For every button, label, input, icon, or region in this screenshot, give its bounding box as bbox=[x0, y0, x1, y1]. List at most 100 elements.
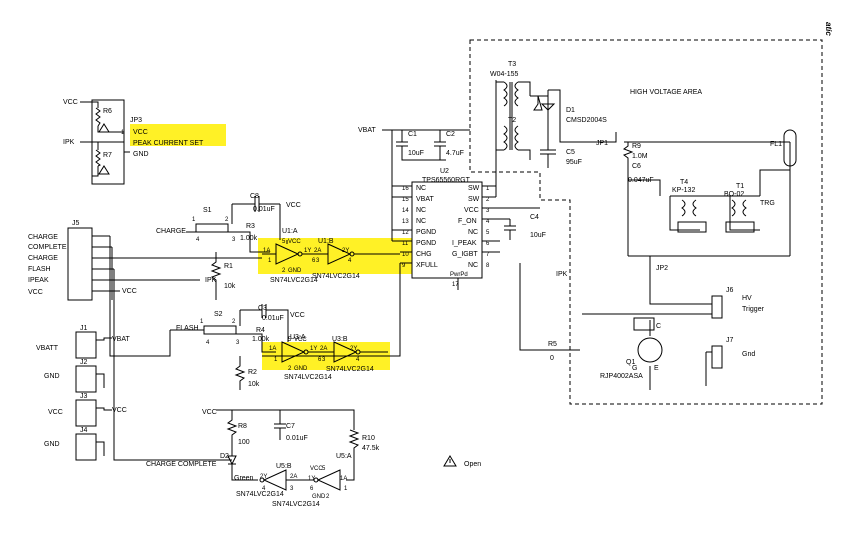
open-legend-icon bbox=[443, 455, 457, 467]
r10-ref: R10 bbox=[362, 435, 375, 442]
svg-text:5: 5 bbox=[486, 230, 490, 236]
svg-text:XFULL: XFULL bbox=[416, 262, 438, 269]
jp3-wires bbox=[80, 101, 130, 177]
u3a-p2: 2 bbox=[288, 366, 292, 372]
s1-p3: 3 bbox=[232, 237, 236, 243]
trg-label: TRG bbox=[760, 200, 775, 207]
u5a-p2: 2 bbox=[326, 494, 330, 500]
u5a-ref: U5:A bbox=[336, 453, 352, 460]
t4-part: KP-132 bbox=[672, 187, 695, 194]
u1b-out: 2Y bbox=[342, 248, 349, 254]
u3b-out: 2Y bbox=[350, 346, 357, 352]
u3a-gate bbox=[281, 341, 306, 363]
j5-label-0: CHARGE bbox=[28, 234, 58, 241]
open-marker-icon bbox=[98, 123, 110, 175]
t1-part: BO-02 bbox=[724, 191, 744, 198]
r1-ref: R1 bbox=[224, 263, 233, 270]
c4-plates bbox=[504, 219, 516, 240]
j3-net: VCC bbox=[112, 407, 127, 414]
s1-wires bbox=[186, 203, 270, 253]
j5-body bbox=[67, 227, 93, 301]
r2-ref: R2 bbox=[248, 369, 257, 376]
s2-body bbox=[203, 325, 237, 335]
svg-text:CHG: CHG bbox=[416, 251, 432, 258]
svg-text:11: 11 bbox=[402, 241, 409, 247]
u2-ref: U2 bbox=[440, 168, 449, 175]
j5-label-2: CHARGE bbox=[28, 255, 58, 262]
fl1-tube-icon bbox=[783, 129, 797, 167]
u5b-ref: U5:B bbox=[276, 463, 292, 470]
d1-ref: D1 bbox=[566, 107, 575, 114]
u5b-p4: 4 bbox=[262, 486, 266, 492]
svg-text:SW: SW bbox=[468, 196, 480, 203]
u3a-p6: 6 bbox=[318, 357, 322, 363]
u3b-p3: 3 bbox=[322, 357, 326, 363]
r6-body bbox=[95, 107, 101, 127]
u1a-p5: 5 bbox=[282, 239, 286, 245]
u3b-in: 2A bbox=[320, 346, 327, 352]
u5a-p6: 6 bbox=[310, 486, 314, 492]
u1a-ref: U1:A bbox=[282, 228, 298, 235]
c6-val: 0.047uF bbox=[628, 177, 654, 184]
j5-wires bbox=[92, 235, 262, 292]
jp3-vcc: VCC bbox=[63, 99, 78, 106]
j5-vcc: VCC bbox=[122, 288, 137, 295]
j1-ref: J1 bbox=[80, 325, 88, 332]
j7-l1: Gnd bbox=[742, 351, 755, 358]
c3-val: 0.01uF bbox=[262, 315, 284, 322]
u1a-p2: 2 bbox=[282, 268, 286, 274]
svg-text:PGND: PGND bbox=[416, 229, 436, 236]
c8-plates bbox=[254, 196, 281, 240]
legend-text: Open bbox=[464, 461, 481, 468]
u3b-part: SN74LVC2G14 bbox=[326, 366, 374, 373]
hv-area-label: HIGH VOLTAGE AREA bbox=[630, 89, 702, 96]
u5b-p3: 3 bbox=[290, 486, 294, 492]
u5a-part: SN74LVC2G14 bbox=[272, 501, 320, 508]
j5-label-4: IPEAK bbox=[28, 277, 49, 284]
svg-text:2: 2 bbox=[486, 197, 490, 203]
t1-pins bbox=[725, 221, 755, 233]
u1a-gnd: GND bbox=[288, 268, 302, 274]
jp3-ipk: IPK bbox=[63, 139, 75, 146]
r5-val: 0 bbox=[550, 355, 554, 362]
q1-ref: Q1 bbox=[626, 359, 635, 366]
c6-ref: C6 bbox=[632, 163, 641, 170]
svg-text:F_ON: F_ON bbox=[458, 218, 477, 225]
r2-val: 10k bbox=[248, 381, 260, 388]
r10-val: 47.5k bbox=[362, 445, 380, 452]
transformer-wires bbox=[495, 80, 531, 197]
svg-text:NC: NC bbox=[416, 185, 426, 192]
s1-p4: 4 bbox=[196, 237, 200, 243]
svg-text:NC: NC bbox=[468, 229, 478, 236]
svg-text:10: 10 bbox=[402, 252, 409, 258]
u1b-p3: 3 bbox=[316, 258, 320, 264]
u1b-part: SN74LVC2G14 bbox=[312, 273, 360, 280]
t2-coil-icon bbox=[503, 125, 519, 151]
u3a-vcc: VCC bbox=[294, 337, 307, 343]
svg-text:7: 7 bbox=[486, 252, 490, 258]
page-title: atic bbox=[824, 22, 833, 36]
c5-val: 95uF bbox=[566, 159, 582, 166]
u3a-p1: 1 bbox=[274, 357, 278, 363]
u1a-p6: 6 bbox=[312, 258, 316, 264]
r10-body bbox=[346, 429, 360, 481]
d2-color: Green bbox=[234, 475, 254, 482]
u5b-out: 2Y bbox=[260, 474, 267, 480]
s2-p3: 3 bbox=[236, 340, 240, 346]
svg-text:15: 15 bbox=[402, 197, 409, 203]
q1-transistor-icon bbox=[637, 337, 663, 363]
u1-vcc-net: VCC bbox=[286, 202, 301, 209]
r3-ref: R3 bbox=[246, 223, 255, 230]
u3a-ref: U3:A bbox=[290, 334, 306, 341]
j5-ref: J5 bbox=[72, 220, 80, 227]
power-connectors bbox=[75, 331, 112, 461]
q1-e: E bbox=[654, 365, 659, 372]
u2-pad-num: 17 bbox=[452, 282, 459, 288]
r1-val: 10k bbox=[224, 283, 236, 290]
j5-label-5: VCC bbox=[28, 289, 43, 296]
u1b-ref: U1:B bbox=[318, 238, 334, 245]
svg-text:NC: NC bbox=[416, 218, 426, 225]
u1a-in: 1A bbox=[263, 248, 270, 254]
jp3-pin1: VCC bbox=[133, 129, 148, 136]
